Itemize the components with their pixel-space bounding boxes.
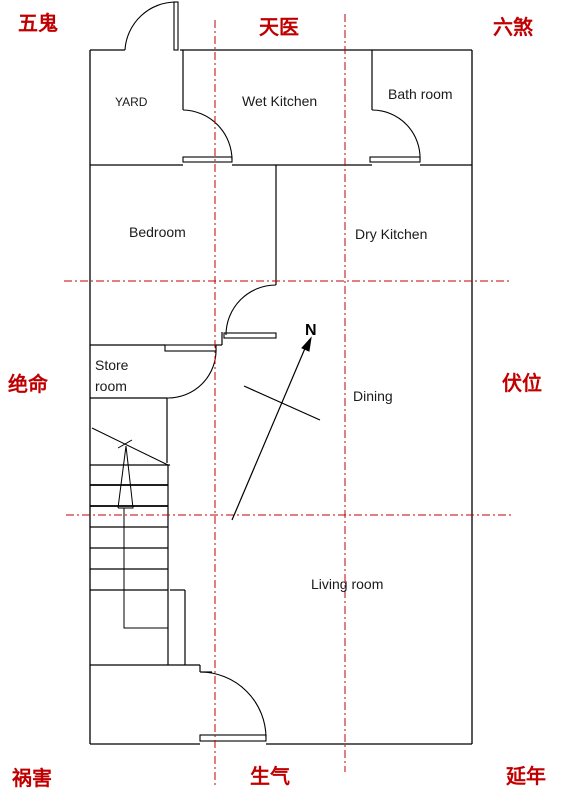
wet-kitchen-label: Wet Kitchen [242, 93, 317, 109]
sector-middle-right: 伏位 [502, 371, 542, 395]
sector-top-left: 五鬼 [18, 11, 58, 35]
bedroom-door-swing [225, 284, 277, 336]
wet-kitchen-door-swing [182, 109, 233, 161]
sector-bottom-left: 祸害 [12, 766, 52, 790]
sector-top-right: 六煞 [493, 15, 534, 39]
staircase [90, 427, 170, 665]
dining-label: Dining [353, 388, 393, 404]
compass-cross-line [243, 385, 321, 421]
sector-bottom-right: 延年 [505, 764, 546, 788]
store-room-label-line2: room [95, 378, 127, 394]
living-room-label: Living room [311, 576, 383, 592]
outer-walls [89, 49, 473, 745]
yard-label: YARD [115, 95, 148, 109]
bathroom-door-swing [371, 109, 421, 161]
north-label: N [305, 322, 317, 339]
store-door-swing [166, 347, 217, 399]
compass-needle [231, 345, 307, 521]
doors [124, 1, 421, 742]
bath-room-label: Bath room [388, 86, 453, 102]
bedroom-door-leaf [223, 332, 277, 339]
bathroom-door-leaf [369, 156, 421, 163]
compass-arrow-head [301, 336, 312, 352]
yard-door-leaf [173, 1, 179, 51]
wet-kitchen-door-leaf [182, 156, 233, 163]
dry-kitchen-label: Dry Kitchen [355, 226, 427, 242]
main-door-swing [199, 671, 267, 739]
sector-top-center: 天医 [259, 15, 299, 39]
sector-middle-left: 绝命 [8, 372, 49, 396]
sector-grid [64, 14, 514, 785]
store-room-label-line1: Store [95, 357, 129, 373]
yard-door-swing [124, 1, 177, 51]
main-door-leaf [199, 734, 267, 742]
bedroom-label: Bedroom [129, 224, 186, 240]
compass [231, 336, 321, 521]
store-door-leaf [164, 344, 217, 352]
sector-bottom-center: 生气 [250, 764, 290, 788]
interior-walls [90, 50, 472, 673]
